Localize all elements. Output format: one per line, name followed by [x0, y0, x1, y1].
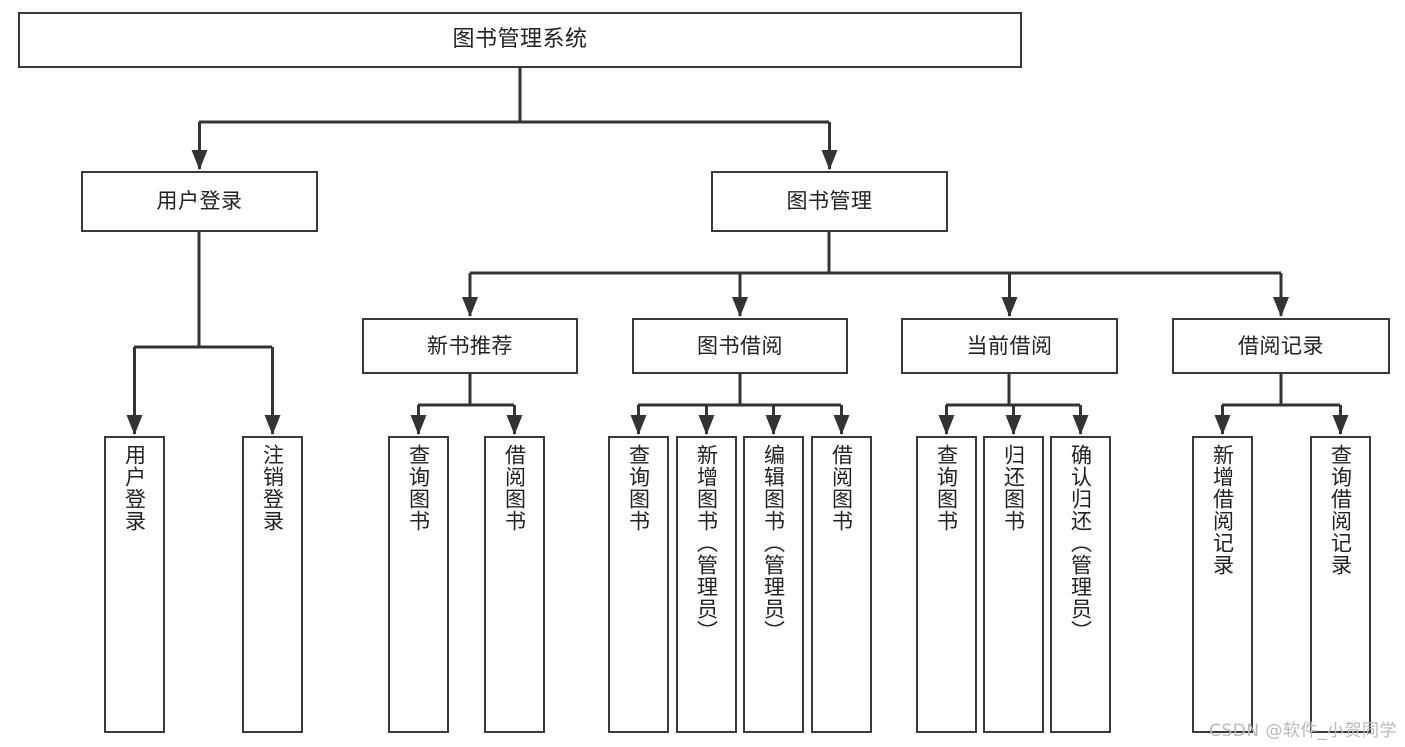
node-label: 图书管理: [786, 189, 873, 214]
node-leaf-query-books-recommend[interactable]: 查询图书: [388, 436, 449, 733]
node-label: 用户登录: [122, 444, 147, 532]
arrowhead-icon: [821, 150, 838, 170]
node-label: 图书借阅: [697, 333, 783, 358]
node-leaf-borrow-book[interactable]: 借阅图书: [811, 436, 872, 733]
node-leaf-add-borrow-record[interactable]: 新增借阅记录: [1192, 436, 1253, 733]
arrowhead-icon: [126, 415, 143, 435]
node-label: 借阅图书: [829, 444, 854, 532]
node-new-book-recommend[interactable]: 新书推荐: [362, 318, 578, 374]
arrowhead-icon: [1214, 415, 1231, 435]
arrowhead-icon: [506, 415, 523, 435]
node-user-login[interactable]: 用户登录: [81, 171, 318, 232]
node-leaf-query-books-current[interactable]: 查询图书: [916, 436, 977, 733]
node-leaf-user-login[interactable]: 用户登录: [104, 436, 165, 733]
node-book-borrow[interactable]: 图书借阅: [632, 318, 848, 374]
arrowhead-icon: [1273, 297, 1289, 317]
node-label: 编辑图书（管理员）: [761, 444, 786, 642]
arrowhead-icon: [410, 415, 427, 435]
node-label: 当前借阅: [966, 333, 1053, 358]
node-borrow-record[interactable]: 借阅记录: [1172, 318, 1390, 374]
node-label: 新书推荐: [427, 333, 513, 358]
node-label: 新增借阅记录: [1210, 444, 1235, 576]
node-leaf-confirm-return-admin[interactable]: 确认归还（管理员）: [1050, 436, 1111, 733]
node-label: 新增图书（管理员）: [694, 444, 719, 642]
arrowhead-icon: [732, 297, 748, 317]
arrowhead-icon: [765, 415, 782, 435]
node-label: 借阅图书: [502, 444, 527, 532]
node-label: 查询图书: [934, 444, 959, 532]
node-leaf-return-book[interactable]: 归还图书: [983, 436, 1044, 733]
arrowhead-icon: [1001, 297, 1018, 317]
arrowhead-icon: [1332, 415, 1349, 435]
node-leaf-query-books[interactable]: 查询图书: [608, 436, 669, 733]
node-label: 借阅记录: [1238, 333, 1324, 358]
arrowhead-icon: [264, 415, 281, 435]
node-leaf-add-book-admin[interactable]: 新增图书（管理员）: [676, 436, 737, 733]
arrowhead-icon: [630, 415, 647, 435]
node-label: 确认归还（管理员）: [1068, 444, 1093, 642]
arrowhead-icon: [1005, 415, 1022, 435]
arrowhead-icon: [698, 415, 715, 435]
node-label: 归还图书: [1001, 444, 1026, 532]
node-current-borrow[interactable]: 当前借阅: [901, 318, 1118, 374]
node-label: 查询图书: [406, 444, 431, 532]
node-label: 查询借阅记录: [1328, 444, 1353, 576]
node-root[interactable]: 图书管理系统: [18, 12, 1022, 68]
arrowhead-icon: [462, 297, 478, 317]
node-leaf-edit-book-admin[interactable]: 编辑图书（管理员）: [743, 436, 804, 733]
node-label: 查询图书: [626, 444, 651, 532]
arrowhead-icon: [938, 415, 955, 435]
arrowhead-icon: [191, 150, 208, 170]
node-leaf-borrow-books-recommend[interactable]: 借阅图书: [484, 436, 545, 733]
arrowhead-icon: [833, 415, 850, 435]
node-leaf-user-logout[interactable]: 注销登录: [242, 436, 303, 733]
node-label: 用户登录: [156, 189, 243, 214]
node-label: 图书管理系统: [452, 27, 588, 53]
node-leaf-query-borrow-record[interactable]: 查询借阅记录: [1310, 436, 1371, 733]
watermark-text: CSDN @软件_小贺同学: [1209, 721, 1397, 741]
arrowhead-icon: [1072, 415, 1089, 435]
node-book-management[interactable]: 图书管理: [711, 171, 948, 232]
node-label: 注销登录: [260, 444, 285, 532]
